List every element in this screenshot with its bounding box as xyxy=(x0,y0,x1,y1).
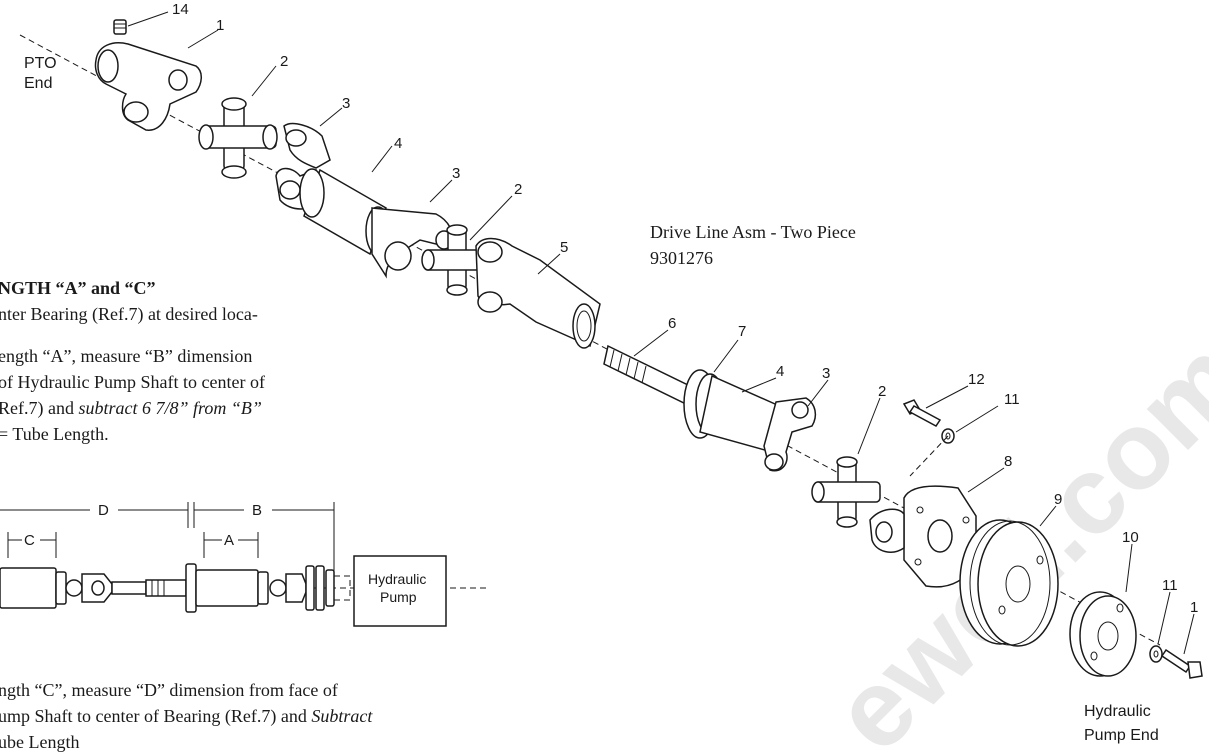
instructions-line4a: Ref.7) and xyxy=(0,398,78,419)
part-1-bolt-lower xyxy=(1160,648,1203,679)
instructions-line2: ength “A”, measure “B” dimension xyxy=(0,346,252,366)
instructions-line4b: subtract 6 7/8” from “B” xyxy=(78,398,261,418)
callout-3: 3 xyxy=(342,95,350,112)
part-3-tube-yoke-left xyxy=(275,122,331,210)
dim-label-b: B xyxy=(252,502,262,519)
dim-label-c: C xyxy=(24,532,35,549)
callout-9: 9 xyxy=(1054,491,1062,508)
callout-7: 7 xyxy=(738,323,746,340)
part-3-tube-yoke-right xyxy=(763,397,817,472)
dimension-diagram: D B C A xyxy=(0,502,486,627)
callout-2: 2 xyxy=(280,53,288,70)
callout-2c: 2 xyxy=(878,383,886,400)
part-8-flange-yoke xyxy=(869,485,977,588)
callout-4: 4 xyxy=(394,135,402,152)
dim-label-a: A xyxy=(224,532,234,549)
instructions-line7: ump Shaft to center of Bearing (Ref.7) a… xyxy=(0,706,373,727)
part-2-u-joint-cross-right xyxy=(811,456,881,528)
callout-3c: 3 xyxy=(822,365,830,382)
instructions-line7a: ump Shaft to center of Bearing (Ref.7) a… xyxy=(0,706,311,727)
callout-6: 6 xyxy=(668,315,676,332)
part-5-slip-yoke xyxy=(475,237,601,349)
bolt-axis-dash xyxy=(909,435,949,477)
callout-4b: 4 xyxy=(776,363,784,380)
instructions-line8: ube Length xyxy=(0,732,79,752)
instructions-heading-b: “A” and “C” xyxy=(56,278,156,298)
part-6-splined-shaft xyxy=(603,344,691,406)
pump-end-label-line1: Hydraulic xyxy=(1084,703,1151,720)
callout-14: 14 xyxy=(172,1,189,18)
instructions-line5: = Tube Length. xyxy=(0,424,109,444)
part-9-pulley xyxy=(959,519,1059,647)
instructions-line4: Ref.7) and subtract 6 7/8” from “B” xyxy=(0,398,262,419)
part-2-u-joint-cross-middle xyxy=(421,224,491,296)
instructions-heading-a: NGTH xyxy=(0,278,56,298)
callout-5: 5 xyxy=(560,239,568,256)
part-1-pto-yoke xyxy=(94,42,202,131)
pto-end-label-line2: End xyxy=(24,75,52,92)
leader-lines xyxy=(127,11,1195,655)
callout-2b: 2 xyxy=(514,181,522,198)
instructions-line7b: Subtract xyxy=(311,706,373,726)
callout-11b: 11 xyxy=(1162,577,1178,594)
instructions-line3: of Hydraulic Pump Shaft to center of xyxy=(0,372,265,392)
callout-8: 8 xyxy=(1004,453,1012,470)
pump-end-label-line2: Pump End xyxy=(1084,727,1159,744)
callout-1b: 1 xyxy=(1190,599,1198,616)
callout-11: 11 xyxy=(1004,391,1020,408)
callout-3b: 3 xyxy=(452,165,460,182)
assembly-part-number: 9301276 xyxy=(650,248,713,268)
callout-12: 12 xyxy=(968,371,985,388)
pump-box-label-line1: Hydraulic xyxy=(368,571,426,587)
part-10-hub xyxy=(1069,591,1137,677)
part-2-u-joint-cross xyxy=(198,97,278,179)
callout-1: 1 xyxy=(216,17,224,34)
pto-end-label-line1: PTO xyxy=(24,55,57,72)
part-11-washer-lower xyxy=(1149,645,1163,663)
pump-box-label-line2: Pump xyxy=(380,589,417,605)
instructions-heading: NGTH “A” and “C” xyxy=(0,278,156,298)
dim-label-d: D xyxy=(98,502,109,519)
part-14-grease-fitting xyxy=(113,19,127,35)
instructions-line6: ngth “C”, measure “D” dimension from fac… xyxy=(0,680,338,700)
part-12-bolt xyxy=(902,399,942,427)
callout-10: 10 xyxy=(1122,529,1139,546)
assembly-title: Drive Line Asm - Two Piece xyxy=(650,222,856,242)
instructions-line1: nter Bearing (Ref.7) at desired loca- xyxy=(0,304,258,325)
